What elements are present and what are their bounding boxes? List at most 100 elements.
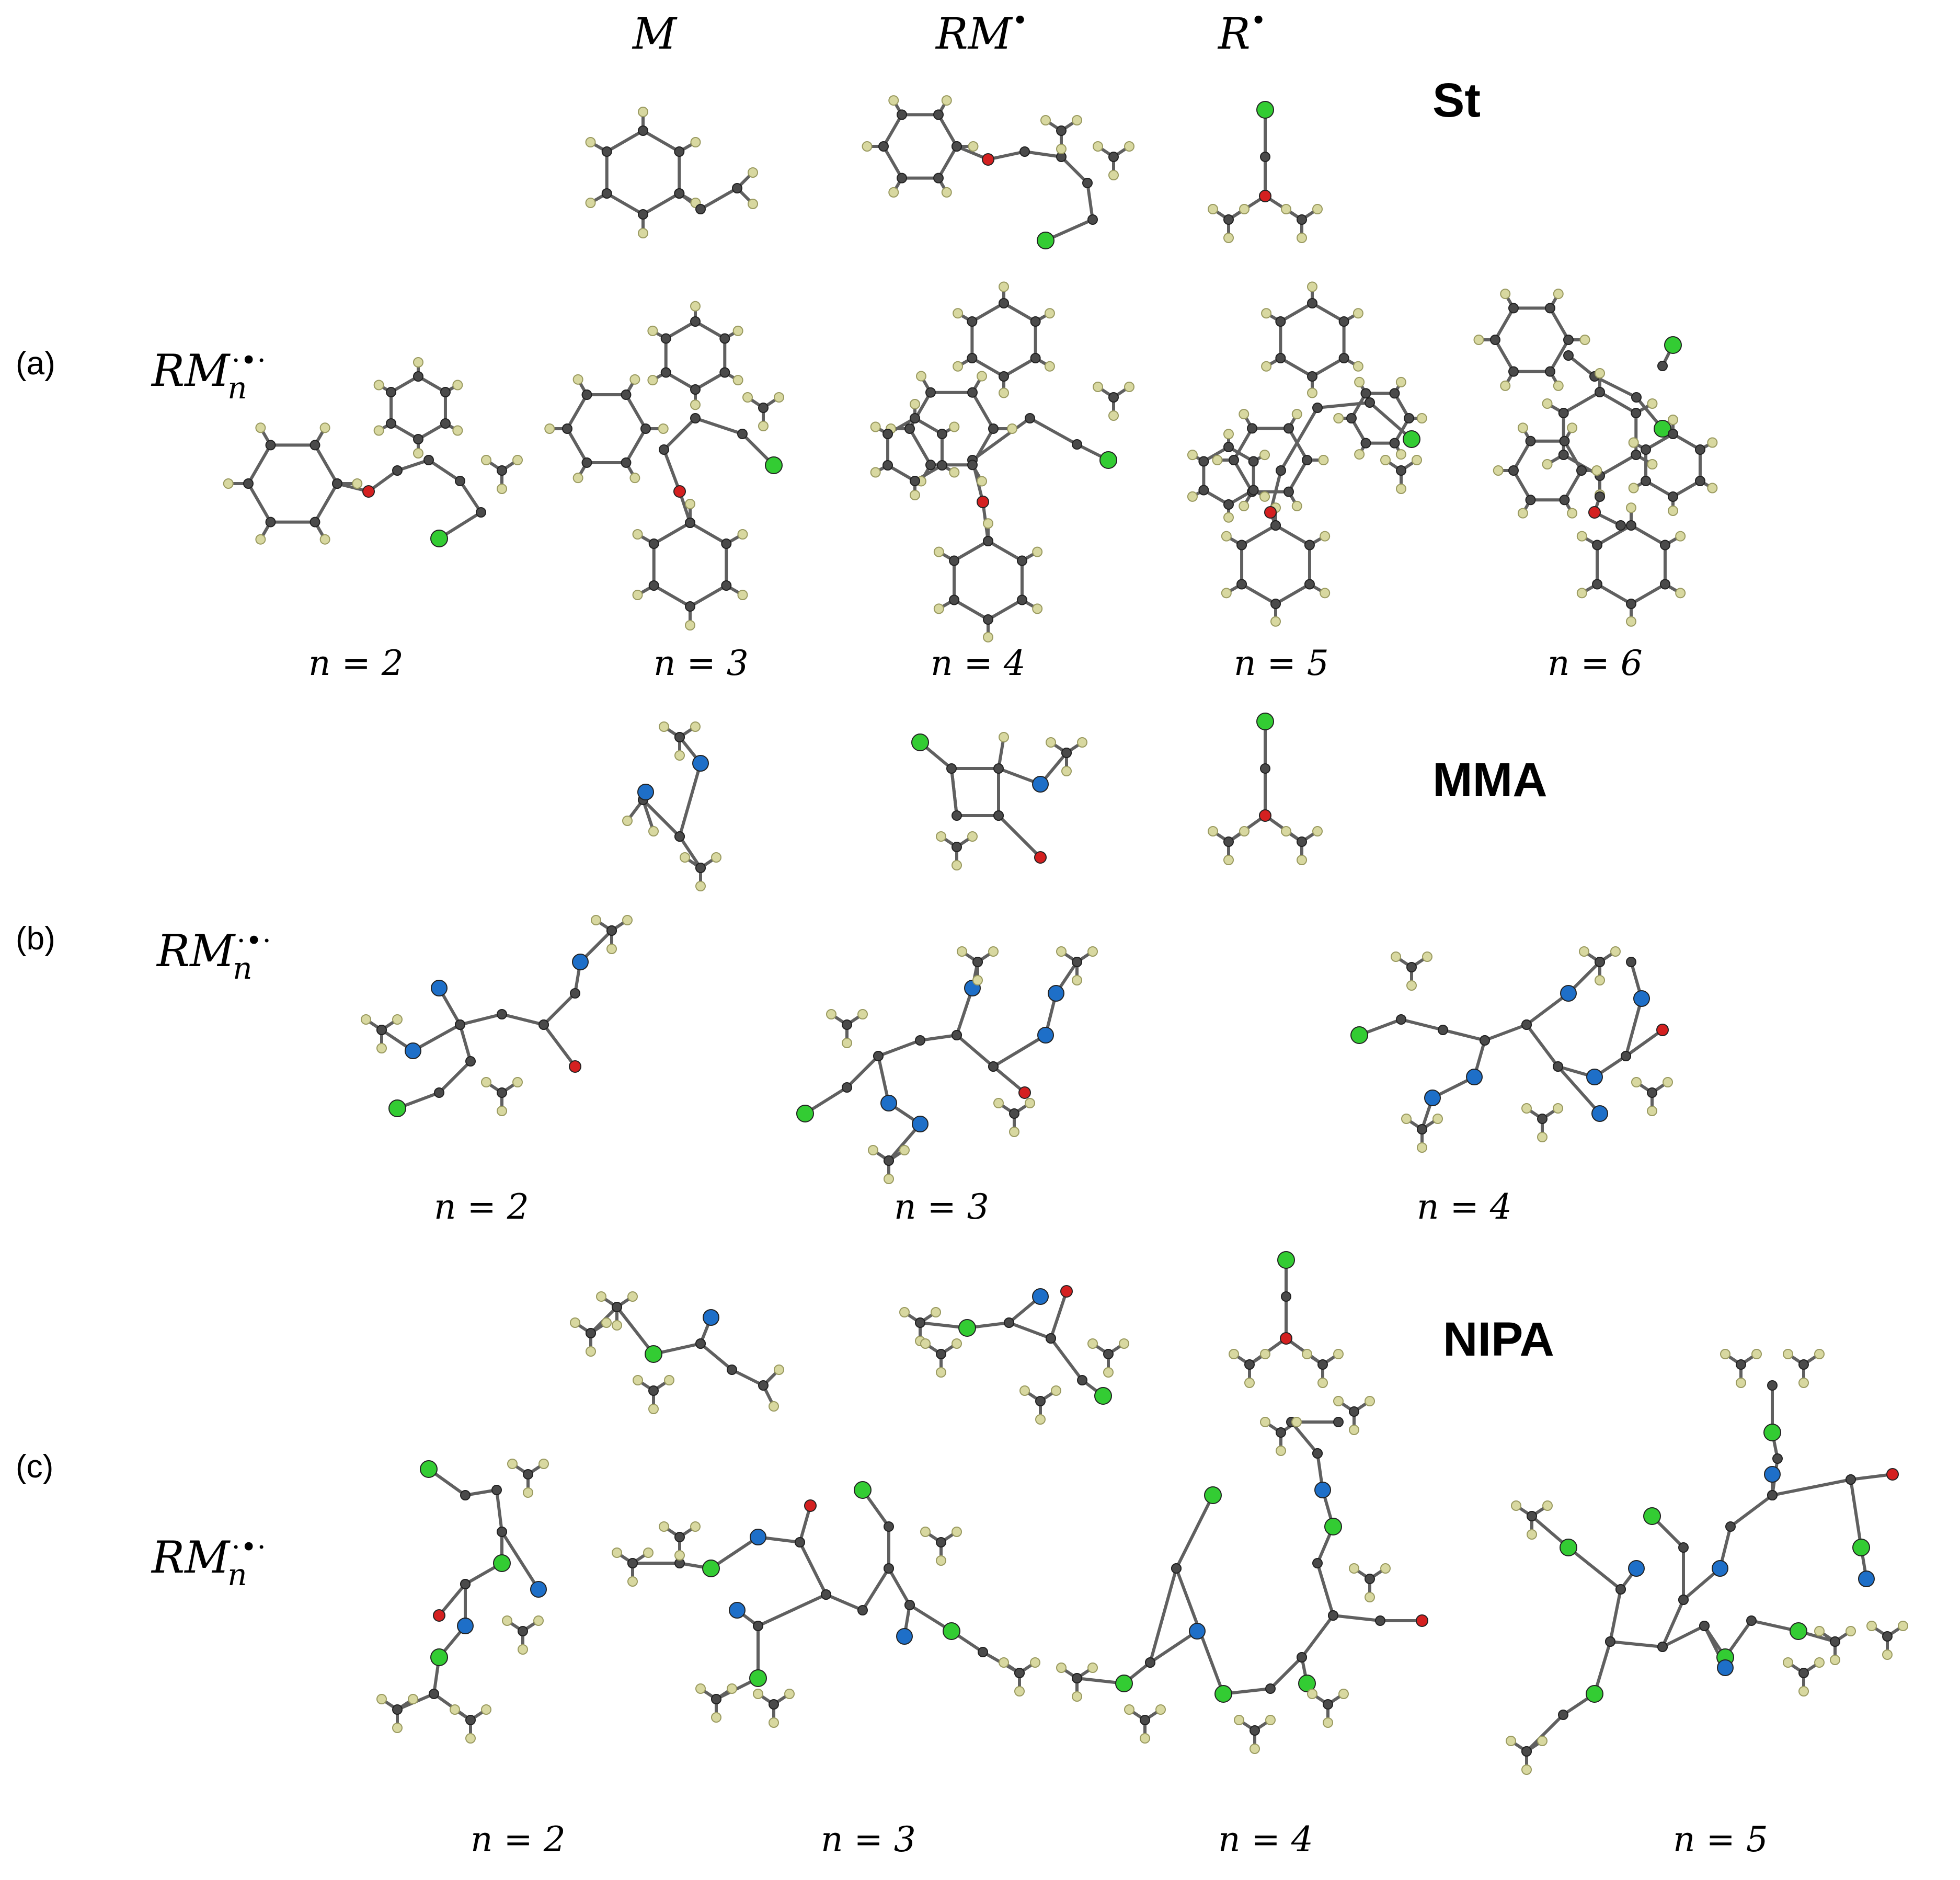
carbon-atom — [1615, 1584, 1626, 1595]
hydrogen-atom — [899, 1145, 910, 1155]
monomer-nipa: NIPA — [1443, 1313, 1554, 1366]
hydrogen-atom — [1072, 975, 1082, 985]
hydrogen-atom — [999, 1657, 1009, 1668]
carbon-atom — [952, 810, 962, 821]
hydrogen-atom — [497, 484, 507, 494]
hydrogen-atom — [1056, 1663, 1067, 1673]
carbon-atom — [1236, 540, 1247, 551]
hydrogen-atom — [629, 374, 640, 385]
nitrogen-atom — [1764, 1466, 1781, 1483]
hydrogen-atom — [690, 1521, 701, 1532]
panel-label-c: (c) — [16, 1449, 54, 1485]
hydrogen-atom — [999, 281, 1009, 292]
hydrogen-atom — [1087, 1663, 1098, 1673]
hydrogen-atom — [737, 529, 748, 540]
carbon-atom — [897, 109, 907, 120]
carbon-atom — [1365, 1574, 1375, 1584]
hydrogen-atom — [1814, 1626, 1825, 1636]
carbon-atom — [1025, 413, 1035, 423]
carbon-atom — [376, 1025, 387, 1035]
hydrogen-atom — [742, 392, 753, 403]
carbon-atom — [1108, 152, 1119, 162]
hydrogen-atom — [941, 187, 952, 198]
hydrogen-atom — [1077, 737, 1087, 748]
carbon-atom — [1545, 303, 1555, 314]
carbon-atom — [1035, 1396, 1046, 1406]
carbon-atom — [1072, 957, 1082, 967]
hydrogen-atom — [1417, 1142, 1427, 1153]
carbon-atom — [1307, 298, 1317, 308]
hydrogen-atom — [920, 1527, 931, 1537]
carbon-atom — [570, 988, 580, 999]
carbon-atom — [1236, 579, 1247, 590]
rmn-label-c: RMn·•· — [152, 1531, 266, 1592]
oxygen-atom — [1656, 1024, 1669, 1036]
hydrogen-atom — [1312, 204, 1323, 214]
carbon-atom — [999, 371, 1009, 382]
hydrogen-atom — [1898, 1621, 1908, 1631]
n-label-b-2: n = 3 — [894, 1187, 989, 1227]
n-label-a-3: n = 4 — [931, 643, 1026, 683]
chlorine-atom — [1256, 713, 1274, 730]
hydrogen-atom — [999, 387, 1009, 398]
chlorine-atom — [911, 733, 929, 751]
carbon-atom — [1521, 1019, 1532, 1030]
carbon-atom — [497, 1527, 507, 1537]
carbon-atom — [1678, 1595, 1689, 1605]
carbon-atom — [1746, 1615, 1757, 1626]
hydrogen-atom — [533, 1615, 544, 1626]
hydrogen-atom — [1061, 766, 1072, 776]
carbon-atom — [1626, 520, 1636, 531]
carbon-atom — [1767, 1490, 1778, 1500]
hydrogen-atom — [1239, 500, 1250, 511]
hydrogen-atom — [690, 137, 701, 147]
carbon-atom — [1592, 540, 1603, 551]
hydrogen-atom — [1044, 308, 1055, 319]
hydrogen-atom — [972, 975, 983, 985]
carbon-atom — [1699, 1621, 1710, 1631]
carbon-atom — [497, 465, 507, 476]
hydrogen-atom — [711, 852, 721, 863]
chlorine-atom — [1256, 101, 1274, 119]
carbon-atom — [952, 1030, 962, 1040]
hydrogen-atom — [632, 590, 643, 600]
hydrogen-atom — [1553, 289, 1564, 300]
hydrogen-atom — [1866, 1621, 1877, 1631]
carbon-atom — [640, 423, 651, 434]
hydrogen-atom — [1032, 603, 1043, 614]
oxygen-atom — [569, 1060, 581, 1073]
carbon-atom — [1223, 442, 1234, 452]
carbon-atom — [795, 1537, 805, 1547]
hydrogen-atom — [1323, 1717, 1333, 1728]
hydrogen-atom — [1259, 491, 1270, 502]
hydrogen-atom — [933, 546, 944, 557]
hydrogen-atom — [1647, 398, 1658, 409]
n-label-b-1: n = 2 — [434, 1187, 529, 1227]
carbon-atom — [685, 518, 695, 528]
nitrogen-atom — [1032, 1288, 1049, 1305]
carbon-atom — [1830, 1636, 1840, 1647]
carbon-atom — [690, 316, 701, 327]
carbon-atom — [674, 831, 685, 842]
hydrogen-atom — [1542, 459, 1553, 469]
carbon-atom — [719, 333, 730, 344]
hydrogen-atom — [452, 425, 463, 436]
carbon-atom — [1072, 439, 1082, 450]
carbon-atom — [1563, 350, 1574, 361]
hydrogen-atom — [413, 448, 423, 458]
hydrogen-atom — [1187, 491, 1198, 502]
carbon-atom — [1559, 435, 1570, 446]
carbon-atom — [690, 384, 701, 395]
chlorine-atom — [1664, 336, 1682, 354]
hydrogen-atom — [647, 375, 658, 386]
hydrogen-atom — [711, 1712, 721, 1723]
chlorine-atom — [1298, 1675, 1316, 1692]
hydrogen-atom — [784, 1689, 795, 1699]
carbon-atom — [1297, 214, 1307, 225]
hydrogen-atom — [1882, 1649, 1893, 1660]
nitrogen-atom — [1858, 1571, 1875, 1587]
carbon-atom — [967, 353, 978, 363]
hydrogen-atom — [1354, 376, 1365, 387]
